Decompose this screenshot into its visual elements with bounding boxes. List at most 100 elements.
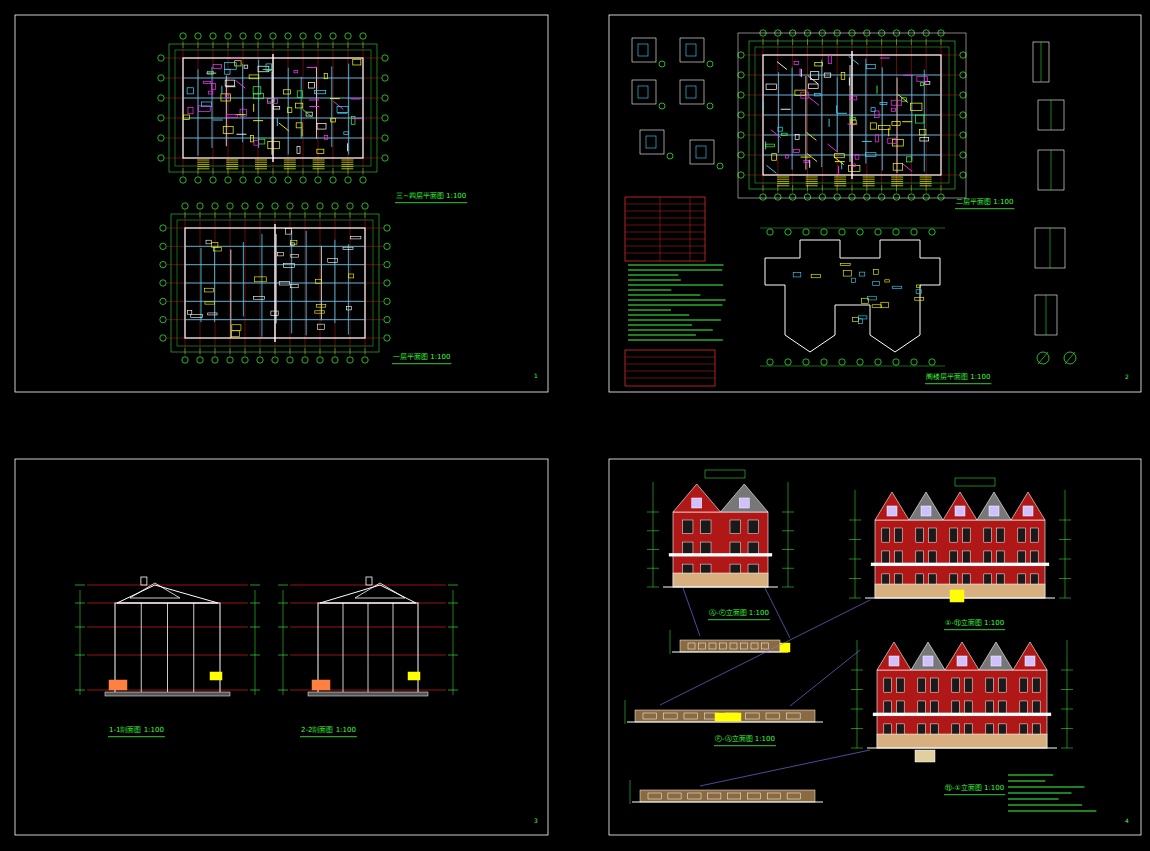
interior-wall — [331, 66, 332, 147]
level-mark — [782, 530, 794, 531]
stair-tread — [197, 166, 209, 167]
window — [884, 678, 891, 692]
level-mark — [1061, 748, 1073, 749]
dimension-tick — [335, 212, 336, 218]
axis-bubble — [767, 359, 773, 365]
window — [751, 643, 758, 649]
fixture-symbol — [347, 143, 348, 151]
fixture-symbol — [809, 97, 819, 105]
stair-tread — [891, 185, 903, 186]
entry-door — [950, 590, 964, 602]
axis-bubble — [738, 52, 744, 58]
fixture-symbol — [811, 72, 819, 80]
drawing-title: 三~四层平面图 1:100 — [395, 193, 467, 201]
axis-bubble — [197, 203, 203, 209]
stair-tread — [834, 181, 846, 182]
axis-bubble — [960, 152, 966, 158]
fixture-symbol — [834, 154, 844, 158]
fixture-symbol — [198, 106, 210, 112]
elevation-callout — [955, 478, 995, 486]
fixture-symbol — [815, 62, 823, 66]
dimension-tick — [305, 348, 306, 354]
window — [882, 528, 889, 542]
fixture-symbol — [353, 59, 361, 65]
base-band — [877, 734, 1047, 748]
dimension-tick — [881, 185, 882, 191]
dimension-tick — [185, 212, 186, 218]
dimension-tick — [866, 39, 867, 45]
fixture-symbol — [225, 69, 230, 74]
axis-bubble — [738, 132, 744, 138]
door-window-symbol — [290, 240, 296, 244]
door-window-symbol — [206, 240, 211, 244]
drawing-title: 二层平面图 1:100 — [955, 199, 1014, 207]
interior-wall — [348, 244, 349, 334]
dimension-tick — [363, 168, 364, 174]
note-text-line — [1008, 780, 1045, 781]
window — [931, 678, 938, 692]
fixture-symbol — [917, 77, 928, 82]
dimension-line — [749, 41, 955, 189]
detail-drawing — [686, 86, 696, 98]
dimension-tick — [273, 168, 274, 174]
stair-tread — [255, 164, 267, 165]
section-outline — [318, 603, 418, 695]
stair-tread — [891, 183, 903, 184]
stair-tread — [777, 181, 789, 182]
fixture-symbol — [828, 56, 831, 64]
gable-roof — [877, 642, 911, 670]
floor-level-line — [87, 585, 248, 586]
detail-drawing — [632, 80, 656, 104]
axis-bubble — [362, 357, 368, 363]
gable — [355, 583, 405, 598]
level-mark — [250, 585, 260, 586]
window — [664, 713, 678, 719]
chimney — [366, 577, 372, 585]
detail-centerline — [1046, 295, 1047, 335]
axis-line — [258, 40, 259, 176]
axis-bubble — [160, 335, 166, 341]
section-fill — [408, 672, 420, 680]
facade — [673, 512, 768, 587]
axis-bubble — [330, 33, 336, 39]
axis-bubble — [160, 316, 166, 322]
fixture-symbol — [885, 280, 890, 282]
dimension-line — [760, 228, 945, 229]
title-underline — [395, 202, 467, 203]
fixture-symbol — [307, 67, 317, 68]
dimension-line — [175, 50, 371, 166]
fixture-symbol — [351, 99, 361, 100]
fixture-symbol — [880, 58, 890, 59]
dimension-line — [755, 47, 949, 183]
fixture-symbol — [226, 115, 237, 118]
fixture-symbol — [231, 58, 241, 59]
level-mark — [849, 598, 861, 599]
axis-bubble — [384, 280, 390, 286]
section-wall — [343, 603, 344, 695]
section-wall — [141, 603, 142, 695]
section-wall — [393, 603, 394, 695]
fixture-symbol — [314, 90, 325, 93]
fixture-symbol — [793, 273, 801, 277]
stair-tread — [284, 164, 296, 165]
note-text-line — [628, 264, 723, 265]
axis-bubble — [819, 194, 825, 200]
ground-line — [105, 692, 230, 696]
fixture-symbol — [772, 154, 777, 161]
dimension-tick — [230, 348, 231, 354]
fixture-symbol — [874, 111, 879, 118]
axis-bubble — [255, 177, 261, 183]
interior-wall — [211, 67, 212, 148]
stair-tread — [255, 168, 267, 169]
door-window-symbol — [284, 263, 295, 267]
drawing-title: 一层平面图 1:100 — [392, 354, 451, 362]
fixture-symbol — [794, 61, 799, 64]
dormer-window — [921, 506, 931, 516]
note-text-line — [628, 324, 692, 325]
dimension-tick — [318, 42, 319, 48]
fixture-symbol — [235, 61, 241, 66]
fixture-symbol — [877, 86, 878, 94]
note-text-line — [628, 289, 671, 290]
stair-tread — [806, 177, 818, 178]
detail-drawing — [646, 136, 656, 148]
